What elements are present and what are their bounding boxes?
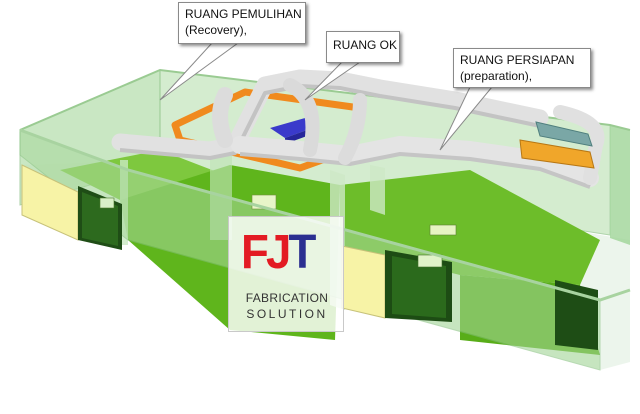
door-panel-mid <box>341 245 386 319</box>
logo-letter-j: J <box>266 226 291 279</box>
logo-line1: FABRICATION <box>245 291 329 305</box>
callout-preparation: RUANG PERSIAPAN (preparation), <box>453 48 591 88</box>
ahu-orange <box>519 139 595 169</box>
company-logo: FJT FABRICATION SOLUTION <box>228 216 344 332</box>
duct-riser-mid <box>283 78 320 157</box>
prep-bench <box>429 224 457 236</box>
callout-prep-line2: (preparation), <box>460 69 533 83</box>
duct-front-shade <box>239 152 591 189</box>
callout-ok: RUANG OK <box>326 31 400 63</box>
partition-4 <box>370 165 385 215</box>
back-wall-right <box>610 125 630 245</box>
callout-recovery: RUANG PEMULIHAN (Recovery), <box>178 2 306 44</box>
wall-front-top-edge <box>19 128 631 302</box>
callout-ok-line1: RUANG OK <box>333 38 398 52</box>
stretcher-left <box>99 197 115 209</box>
logo-letter-t: T <box>288 226 317 279</box>
duct-main <box>111 69 549 159</box>
logo-letters: FJT <box>241 226 317 279</box>
duct-return <box>553 105 605 185</box>
ahu-teal <box>535 121 593 147</box>
logo-letter-f: F <box>241 226 269 279</box>
duct-riser-right <box>338 93 367 165</box>
duct-riser-left <box>212 87 233 148</box>
callout-recovery-line2: (Recovery), <box>185 23 248 37</box>
callout-recovery-line1: RUANG PEMULIHAN <box>185 7 302 21</box>
stretcher-mid <box>417 254 443 268</box>
logo-line2: SOLUTION <box>246 307 328 321</box>
doorway-mid-inner <box>392 256 446 318</box>
callout-prep-line1: RUANG PERSIAPAN <box>460 53 575 67</box>
